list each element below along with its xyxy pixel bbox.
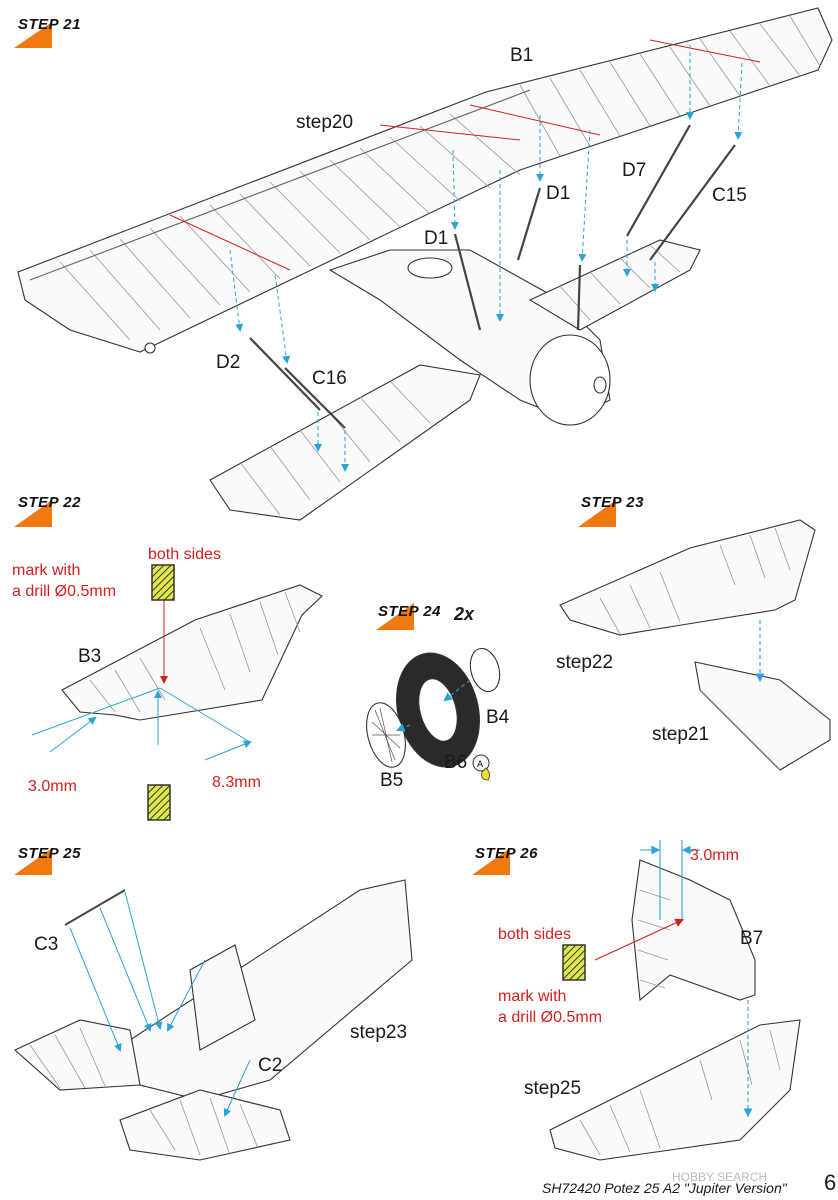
- part-label-b7: B7: [740, 928, 764, 949]
- step-badge-shapes: [14, 22, 616, 875]
- part-label-d7: D7: [622, 160, 647, 181]
- part-label-b4: B4: [486, 707, 510, 728]
- step26-both-sides-note: both sides: [498, 926, 571, 943]
- part-label-c2: C2: [258, 1055, 283, 1076]
- step22-mark-note-line2: a drill Ø0.5mm: [12, 583, 117, 600]
- part-label-b5: B5: [380, 770, 404, 791]
- step-21-badge: STEP 21: [18, 16, 81, 33]
- step26-mark-note-line2: a drill Ø0.5mm: [498, 1009, 603, 1026]
- step21-biplane-drawing: [17, 7, 833, 521]
- step-26-badge: STEP 26: [475, 845, 538, 862]
- step25-drawing: [14, 879, 413, 1161]
- drill-marker-top: [151, 564, 175, 601]
- watermark: HOBBY SEARCH: [672, 1170, 768, 1184]
- ref-label-step20: step20: [296, 112, 354, 133]
- step21-callout-arrows: [229, 45, 743, 472]
- step22-dimension-8mm: 8.3mm: [212, 774, 261, 791]
- paint-code-icon: A: [472, 754, 490, 781]
- ref-label-step23: step23: [350, 1022, 408, 1043]
- ref-label-step25: step25: [524, 1078, 582, 1099]
- footer-title: SH72420 Potez 25 A2 "Jupiter Version": [542, 1180, 787, 1196]
- step-22-badge: STEP 22: [18, 494, 81, 511]
- step24-multiplier: 2x: [454, 604, 475, 624]
- step-25-badge: STEP 25: [18, 845, 81, 862]
- drill-marker-bottom: [147, 784, 171, 821]
- page-number: 6: [824, 1170, 837, 1195]
- step24-wheel-drawing: [366, 647, 501, 768]
- part-label-c16: C16: [312, 368, 347, 389]
- step22-dimension-lines: [31, 687, 252, 761]
- part-label-c3: C3: [34, 934, 59, 955]
- step22-both-sides-note: both sides: [148, 546, 221, 563]
- part-label-b3: B3: [78, 646, 102, 667]
- step-23-badge: STEP 23: [581, 494, 644, 511]
- drill-marker-step26: [562, 944, 586, 981]
- part-label-b6: B6: [444, 752, 468, 773]
- step22-tailplane-drawing: [61, 584, 323, 721]
- step23-drawing: [559, 519, 831, 771]
- part-label-d2: D2: [216, 352, 241, 373]
- step26-mark-note-line1: mark with: [498, 988, 567, 1005]
- svg-text:A: A: [477, 760, 484, 770]
- step26-dimension-3mm: 3.0mm: [690, 847, 739, 864]
- part-label-c15: C15: [712, 185, 747, 206]
- step26-drawing: [549, 840, 801, 1161]
- part-label-d1-right: D1: [546, 183, 571, 204]
- ref-label-step22: step22: [556, 652, 614, 673]
- step22-dimension-3mm: 3.0mm: [28, 778, 77, 795]
- ref-label-step21: step21: [652, 724, 710, 745]
- part-label-d1-left: D1: [424, 228, 449, 249]
- step22-mark-note-line1: mark with: [12, 562, 81, 579]
- step-24-badge: STEP 24: [378, 603, 441, 620]
- part-label-b1: B1: [510, 45, 534, 66]
